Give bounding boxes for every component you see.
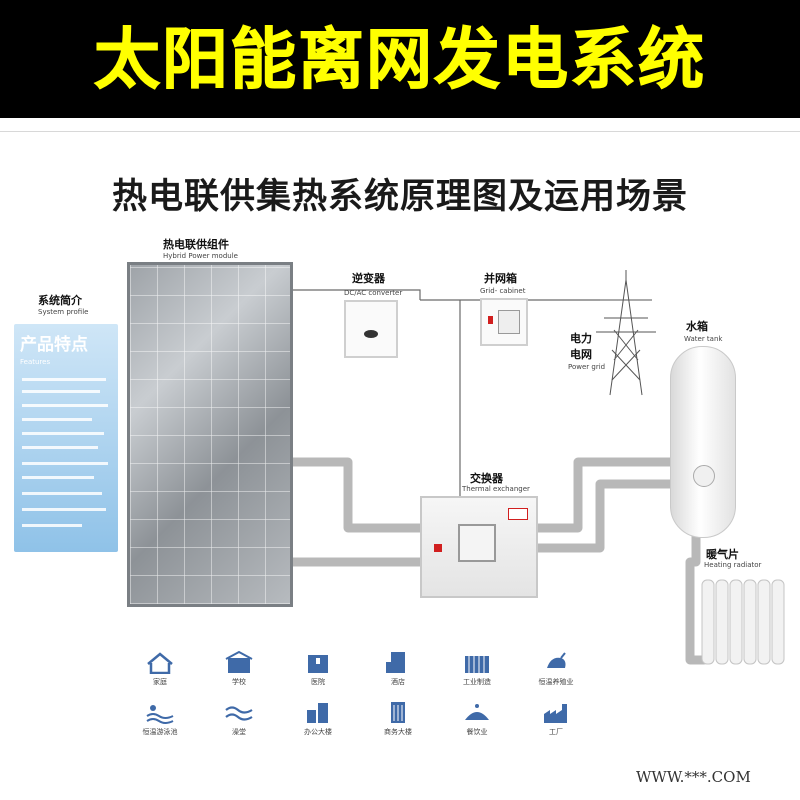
features-subtitle: Features: [20, 358, 51, 366]
power-grid-label-en: Power grid: [568, 363, 606, 371]
rooster-icon: [547, 652, 566, 668]
solar-panel: [127, 262, 293, 607]
system-profile-label: 系统简介: [38, 294, 82, 307]
water-tank-label-en: Water tank: [684, 335, 723, 343]
office-icon: [307, 703, 328, 723]
title-banner: 太阳能离网发电系统: [0, 0, 800, 118]
scenario-label: 商务大楼: [384, 728, 412, 736]
swimmer-icon: [146, 705, 174, 724]
scenario-tile: 恒温养殖业: [526, 650, 586, 698]
scenario-tile: 办公大楼: [288, 700, 348, 748]
scenario-label: 工厂: [549, 728, 563, 736]
scenario-tile: 餐饮业: [447, 700, 507, 748]
radiator-label: 暖气片: [706, 548, 739, 561]
scenario-tile: 工厂: [526, 700, 586, 748]
scenario-tile: 医院: [288, 650, 348, 698]
water-tank-label: 水箱: [686, 320, 708, 333]
scenario-label: 酒店: [391, 678, 405, 686]
scenario-tile: 学校: [209, 650, 269, 698]
hotel-icon: [386, 652, 405, 673]
scenario-label: 医院: [311, 678, 325, 686]
features-title: 产品特点: [20, 335, 88, 355]
inverter-label: 逆变器: [352, 272, 385, 285]
tank-gauge-icon: [693, 465, 715, 487]
scenario-tile: 澡堂: [209, 700, 269, 748]
house-icon: [147, 652, 173, 674]
scenario-label: 恒温养殖业: [538, 678, 574, 686]
banner-title: 太阳能离网发电系统: [94, 21, 706, 99]
exchanger-display-icon: [458, 524, 496, 562]
scenario-label: 餐饮业: [466, 728, 488, 736]
radiator-label-en: Heating radiator: [704, 561, 762, 569]
wire-inverter: [293, 289, 421, 300]
cabinet-indicator-icon: [488, 316, 493, 324]
pipe-tank-upper: [533, 457, 675, 533]
grid-cabinet-label: 并网箱: [484, 272, 517, 285]
diagram-title: 热电联供集热系统原理图及运用场景: [111, 177, 688, 217]
pipe-tank-lower: [533, 479, 675, 553]
power-grid-label-2: 电网: [570, 348, 592, 361]
scenario-label: 学校: [232, 678, 246, 686]
grid-cabinet-box: [480, 298, 528, 346]
hybrid-module-label-en: Hybrid Power module: [163, 252, 238, 260]
exchanger-indicator-icon: [434, 544, 442, 552]
factory-icon: [465, 656, 489, 673]
exchanger-label-en: Thermal exchanger: [462, 485, 530, 493]
divider: [0, 131, 800, 132]
scenario-label: 工业制造: [463, 678, 491, 686]
scenario-tile: 恒温游泳池: [130, 700, 190, 748]
grid-cabinet-label-en: Grid- cabinet: [480, 287, 526, 295]
thermal-exchanger-box: [420, 496, 538, 598]
scenario-label: 办公大楼: [304, 728, 332, 736]
scenario-tile: 商务大楼: [368, 700, 428, 748]
dining-icon: [465, 704, 489, 720]
power-grid-label-1: 电力: [570, 332, 592, 345]
scenario-label: 家庭: [153, 678, 167, 686]
radiator-icon: [701, 579, 785, 665]
features-card: 产品特点 Features: [14, 324, 118, 552]
system-profile-label-en: System profile: [38, 308, 89, 316]
hospital-icon: [308, 655, 328, 673]
pipe-panel-upper: [288, 457, 425, 533]
hybrid-module-label: 热电联供组件: [163, 238, 229, 251]
transmission-tower-icon: [596, 270, 656, 396]
inverter-box: [344, 300, 398, 358]
scenario-tile: 家庭: [130, 650, 190, 698]
school-icon: [225, 650, 253, 673]
water-tank: [670, 346, 736, 538]
plant-icon: [544, 704, 567, 723]
watermark: WWW.***.COM: [636, 768, 751, 786]
scenario-tile: 工业制造: [447, 650, 507, 698]
scenario-label: 澡堂: [232, 728, 246, 736]
exchanger-label: 交换器: [470, 472, 503, 485]
scenario-label: 恒温游泳池: [142, 728, 178, 736]
inverter-label-en: DC/AC converter: [344, 289, 403, 297]
building-icon: [391, 702, 405, 723]
bath-icon: [225, 706, 253, 721]
scenario-tile: 酒店: [368, 650, 428, 698]
inverter-indicator-icon: [364, 330, 378, 338]
pipe-radiator: [685, 531, 709, 665]
